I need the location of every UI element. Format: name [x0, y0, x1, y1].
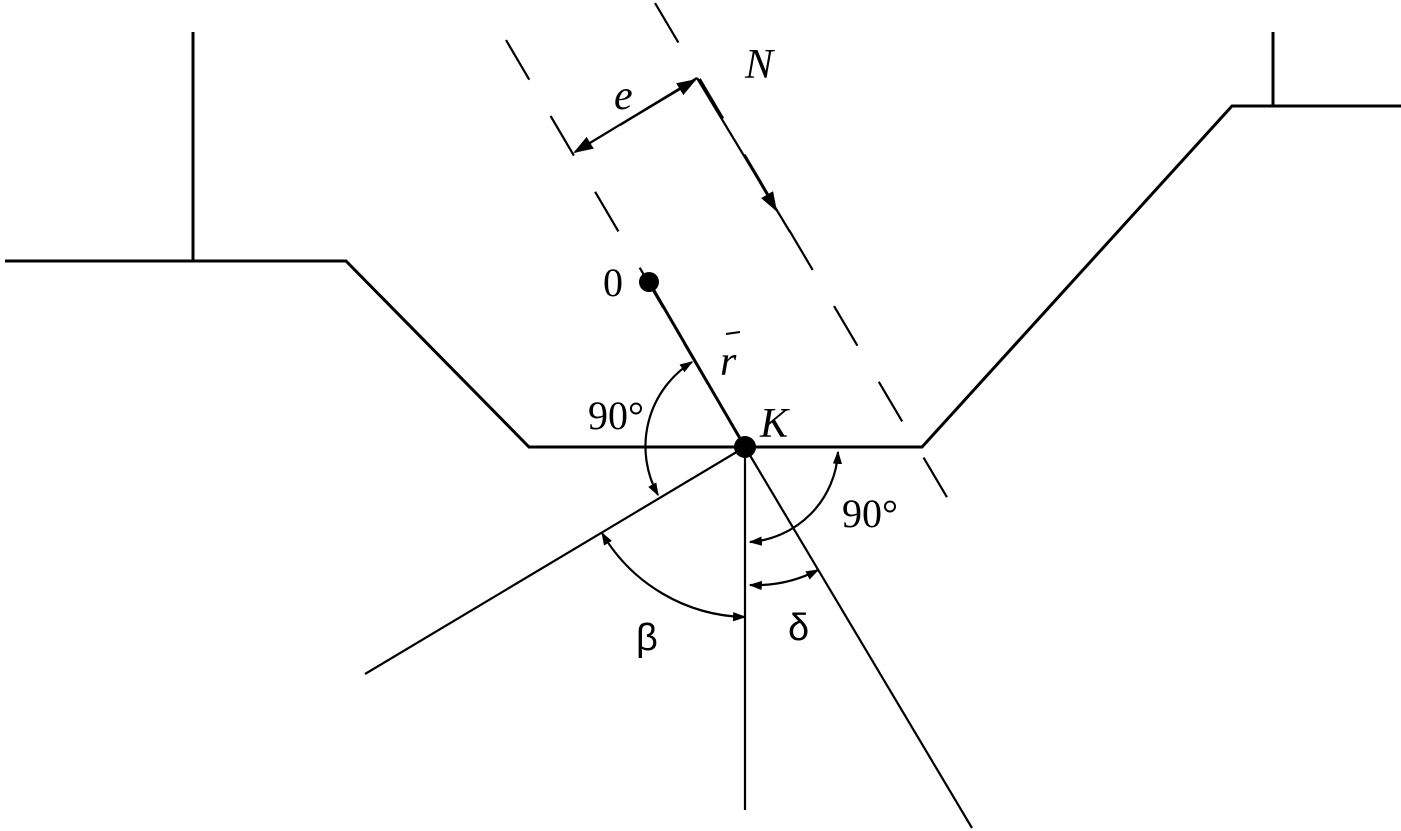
label-k: K: [759, 401, 790, 447]
angle-arc-beta: [601, 531, 747, 622]
dashed-line-right: [654, 2, 949, 500]
label-delta: δ: [788, 607, 809, 649]
angle-arc-lower-90: [748, 450, 843, 546]
label-beta: β: [636, 617, 658, 659]
label-n: N: [744, 42, 775, 88]
label-angle-upper: 90°: [588, 393, 644, 438]
force-arrow-head: [749, 164, 777, 212]
point-k: [734, 436, 756, 458]
label-r-vector-bar: [725, 331, 741, 335]
tool-rake-line: [364, 446, 746, 675]
label-angle-lower: 90°: [842, 491, 898, 536]
angle-arc-upper-90: [644, 361, 694, 497]
angle-arc-delta: [748, 569, 820, 591]
workpiece-profile: [5, 104, 1401, 449]
label-e: e: [614, 73, 633, 119]
radius-vector: [647, 281, 747, 448]
label-r: r: [720, 339, 737, 385]
origin-point: [639, 272, 659, 292]
label-origin: 0: [603, 260, 623, 305]
eccentricity-arrow-head: [619, 78, 697, 126]
